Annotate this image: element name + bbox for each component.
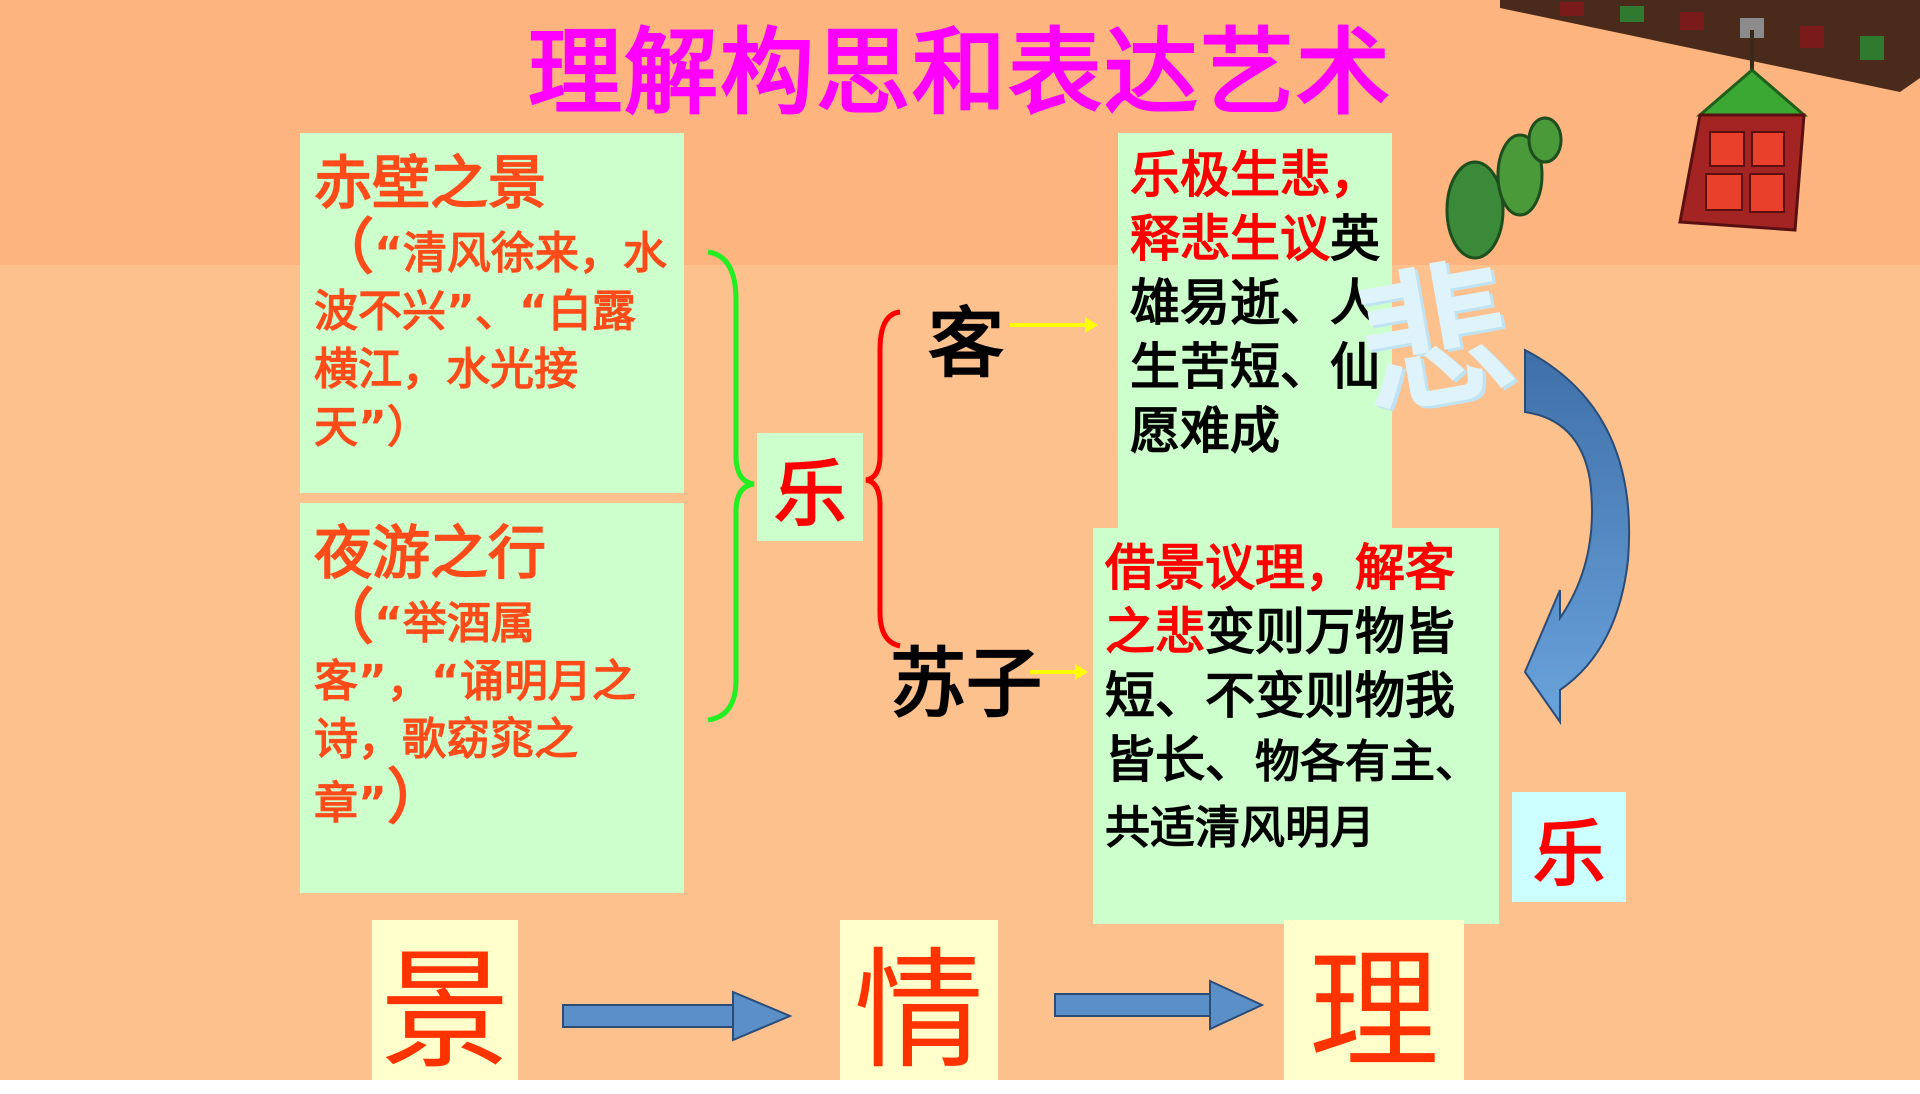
- suzi-reason-black-1: 变则万物皆短、不变则物我皆长、: [1105, 603, 1455, 789]
- suzi-reason-red: 借景议理，解客之悲: [1105, 539, 1455, 661]
- cactus-icon: [1445, 116, 1563, 260]
- guest-sorrow-box: 乐极生悲，释悲生议英雄易逝、人生苦短、仙愿难成: [1118, 133, 1392, 529]
- slide-title: 理解构思和表达艺术: [527, 19, 1392, 128]
- suzi-reason-black-2: 物各有主、共适清风明月: [1105, 735, 1481, 854]
- night-quote: “举酒属客”，“诵明月之诗，歌窈窕之章”: [314, 598, 636, 829]
- branch-suzi-label: 苏子: [890, 639, 1042, 728]
- right-le-label: 乐: [1532, 811, 1605, 896]
- night-paren-close: ）: [386, 763, 447, 833]
- suzi-reason-text: 借景议理，解客之悲变则万物皆短、不变则物我皆长、物各有主、共适清风明月: [1105, 536, 1487, 860]
- center-le-label: 乐: [773, 451, 846, 536]
- scene-paren-close: ）: [386, 402, 431, 453]
- red-brace: [865, 309, 901, 649]
- suzi-reason-box: 借景议理，解客之悲变则万物皆短、不变则物我皆长、物各有主、共适清风明月: [1093, 528, 1499, 924]
- flow-li-label: 理: [1308, 935, 1439, 1087]
- flow-jing-label: 景: [379, 935, 510, 1087]
- night-quote-block: （“举酒属客”，“诵明月之诗，歌窈窕之章”）: [314, 588, 670, 833]
- guest-sorrow-black: 英雄易逝、人生苦短、仙愿难成: [1130, 210, 1380, 460]
- curved-blue-arrow: [1523, 348, 1631, 726]
- flow-arrow-1: [562, 990, 793, 1042]
- night-box: 夜游之行 （“举酒属客”，“诵明月之诗，歌窈窕之章”）: [300, 503, 684, 893]
- guest-sorrow-text: 乐极生悲，释悲生议英雄易逝、人生苦短、仙愿难成: [1130, 143, 1380, 463]
- flow-arrow-2: [1054, 979, 1265, 1031]
- right-le-box: 乐: [1512, 792, 1626, 902]
- flow-qing-box: 情: [840, 920, 998, 1087]
- scene-heading: 赤壁之景: [314, 149, 547, 217]
- guest-sorrow-red: 乐极生悲，释悲生议: [1130, 146, 1380, 268]
- bunting-decoration: [1500, 0, 1920, 92]
- green-brace: [707, 249, 755, 723]
- yellow-arrow-ke: [1010, 317, 1098, 333]
- flow-jing-box: 景: [372, 920, 518, 1087]
- lantern-icon: [1678, 30, 1809, 232]
- scene-quote: “清风徐来，水波不兴”、“白露横江，水光接天”: [314, 228, 667, 453]
- yellow-arrow-suzi: [1030, 664, 1088, 680]
- flow-qing-label: 情: [853, 935, 984, 1087]
- scene-quote-block: （“清风徐来，水波不兴”、“白露横江，水光接天”）: [314, 218, 670, 457]
- branch-ke-label: 客: [928, 299, 1004, 388]
- night-paren-open: （: [314, 583, 374, 653]
- center-le-box: 乐: [757, 433, 863, 541]
- flow-li-box: 理: [1284, 920, 1464, 1087]
- scene-box: 赤壁之景 （“清风徐来，水波不兴”、“白露横江，水光接天”）: [300, 133, 684, 493]
- night-heading: 夜游之行: [314, 519, 547, 587]
- scene-paren-open: （: [314, 213, 374, 283]
